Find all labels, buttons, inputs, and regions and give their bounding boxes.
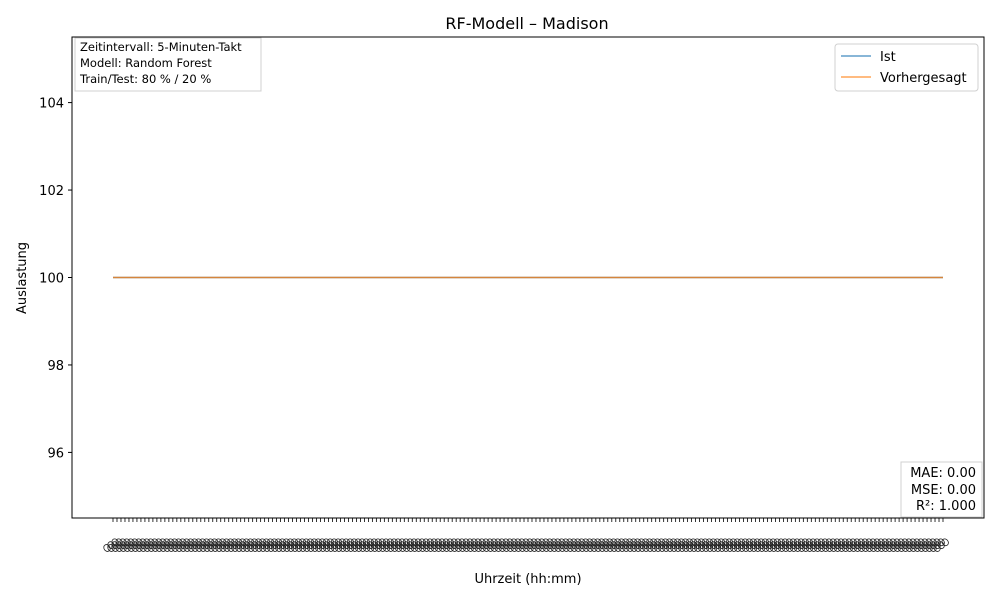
metric-mse: MSE: 0.00 bbox=[911, 483, 976, 498]
y-tick-label: 96 bbox=[47, 446, 64, 461]
y-axis: 96 98 100 102 104 bbox=[39, 97, 72, 461]
y-tick-label: 98 bbox=[47, 359, 64, 374]
info-line-interval: Zeitintervall: 5-Minuten-Takt bbox=[80, 40, 242, 54]
x-tick-label bbox=[933, 538, 949, 552]
legend: Ist Vorhergesagt bbox=[834, 43, 979, 92]
x-tick-label bbox=[614, 538, 630, 552]
metric-r2: R²: 1.000 bbox=[916, 499, 976, 514]
legend-label-vorhergesagt: Vorhergesagt bbox=[880, 71, 967, 86]
y-tick-label: 100 bbox=[39, 272, 64, 287]
legend-label-ist: Ist bbox=[880, 50, 896, 65]
y-axis-label: Auslastung bbox=[15, 242, 30, 314]
y-tick-label: 102 bbox=[39, 184, 64, 199]
info-box: Zeitintervall: 5-Minuten-Takt Modell: Ra… bbox=[74, 37, 262, 92]
info-line-model: Modell: Random Forest bbox=[80, 56, 212, 70]
chart-title: RF-Modell – Madison bbox=[445, 14, 608, 33]
x-axis bbox=[103, 518, 949, 552]
info-line-split: Train/Test: 80 % / 20 % bbox=[79, 72, 211, 86]
metrics-box: MAE: 0.00 MSE: 0.00 R²: 1.000 bbox=[900, 461, 983, 518]
x-tick-label bbox=[207, 538, 223, 552]
metric-mae: MAE: 0.00 bbox=[910, 466, 976, 481]
y-tick-label: 104 bbox=[39, 97, 64, 112]
x-axis-label: Uhrzeit (hh:mm) bbox=[474, 572, 581, 587]
